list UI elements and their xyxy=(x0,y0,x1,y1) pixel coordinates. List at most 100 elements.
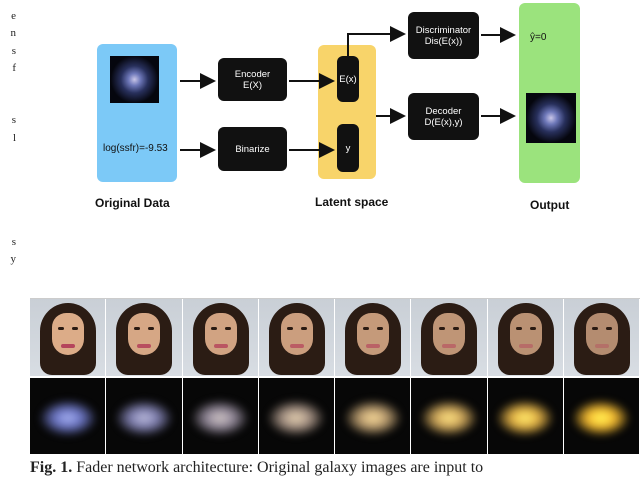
galaxy-image xyxy=(30,378,107,454)
face-image xyxy=(106,299,183,376)
galaxy-background xyxy=(106,378,182,454)
face-eye xyxy=(224,327,231,330)
face-skin xyxy=(509,313,542,355)
latent-space-label: Latent space xyxy=(315,195,389,209)
face-eye xyxy=(453,327,460,330)
margin-char: l xyxy=(12,131,16,144)
face-image xyxy=(258,299,335,376)
output-label: Output xyxy=(530,198,570,212)
margin-char xyxy=(0,304,16,321)
face-eye xyxy=(377,327,383,330)
galaxy-image xyxy=(182,378,259,454)
galaxy-core xyxy=(269,400,324,435)
arrow-ex-to-discriminator xyxy=(347,26,406,56)
encoder-formula: E(X) xyxy=(242,79,262,91)
encoder-title: Encoder xyxy=(234,68,271,80)
diagram-arrows xyxy=(180,26,516,158)
face-skin xyxy=(357,313,389,355)
face-image xyxy=(30,299,107,376)
margin-char: f xyxy=(12,62,16,75)
galaxy-core xyxy=(574,400,629,435)
margin-char xyxy=(0,286,16,303)
galaxy-background xyxy=(563,378,639,454)
face-image xyxy=(411,299,488,376)
galaxy-image xyxy=(487,378,564,454)
face-skin xyxy=(52,313,84,355)
galaxy-background xyxy=(487,378,563,454)
galaxy-core xyxy=(421,400,476,435)
galaxy-image xyxy=(563,378,640,454)
face-eye xyxy=(134,327,141,330)
face-eye xyxy=(439,327,446,330)
face-eye xyxy=(300,327,307,330)
galaxy-image xyxy=(106,378,183,454)
binarize-block: Binarize xyxy=(218,127,287,171)
face-eye xyxy=(210,327,217,330)
galaxy-core xyxy=(345,400,400,435)
face-lips xyxy=(366,344,380,348)
latent-ex-block: E(x) xyxy=(337,56,359,102)
galaxy-background xyxy=(182,378,258,454)
face-lips xyxy=(594,344,609,348)
margin-char: e xyxy=(11,10,16,22)
face-eye xyxy=(72,327,78,330)
latent-y-block: y xyxy=(337,124,359,172)
face-skin xyxy=(433,313,466,355)
face-eye xyxy=(148,327,155,330)
binarize-label: Binarize xyxy=(235,143,270,155)
discriminator-formula: Dis(E(x)) xyxy=(424,35,463,47)
face-image xyxy=(563,299,640,376)
face-eye xyxy=(58,327,64,330)
original-galaxy-image xyxy=(110,56,159,103)
margin-char: n xyxy=(10,27,17,40)
face-eye xyxy=(591,327,598,330)
output-galaxy-image xyxy=(526,93,576,143)
face-lips xyxy=(213,344,228,348)
galaxy-image xyxy=(411,378,488,454)
face-skin xyxy=(128,313,161,355)
galaxy-background xyxy=(30,378,106,454)
margin-char: s xyxy=(11,236,16,249)
galaxy-background xyxy=(411,378,487,454)
caption-text: Fader network architecture: Original gal… xyxy=(76,459,484,476)
ssfr-label: log(ssfr)=-9.53 xyxy=(103,143,168,154)
caption-label: Fig. 1. xyxy=(30,459,73,476)
face-lips xyxy=(518,344,533,348)
latent-ex-label: E(x) xyxy=(339,73,357,85)
face-lips xyxy=(442,344,457,348)
galaxy-background xyxy=(335,378,411,454)
decoder-formula: D(E(x),y) xyxy=(424,116,463,128)
galaxy-core xyxy=(40,400,95,435)
face-lips xyxy=(289,344,304,348)
face-skin xyxy=(204,313,237,355)
latent-y-label: y xyxy=(345,142,351,154)
discriminator-title: Discriminator xyxy=(415,24,472,36)
y-hat-label: ŷ=0 xyxy=(530,32,547,43)
face-eye xyxy=(515,327,522,330)
margin-char: s xyxy=(11,114,16,127)
margin-char xyxy=(0,269,16,286)
galaxy-image xyxy=(335,378,412,454)
decoder-title: Decoder xyxy=(425,105,462,117)
face-eye xyxy=(605,327,612,330)
face-eye xyxy=(363,327,369,330)
galaxy-image xyxy=(258,378,335,454)
margin-char: y xyxy=(10,253,17,266)
face-lips xyxy=(137,344,152,348)
galaxy-background xyxy=(258,378,334,454)
face-image xyxy=(335,299,412,376)
galaxy-core xyxy=(116,400,171,435)
face-skin xyxy=(585,313,618,355)
face-lips xyxy=(61,344,75,348)
margin-char: s xyxy=(11,44,16,57)
galaxy-core xyxy=(498,400,553,435)
face-eye xyxy=(286,327,293,330)
face-image xyxy=(182,299,259,376)
figure-caption: Fig. 1. Fader network architecture: Orig… xyxy=(30,459,483,477)
galaxy-strip xyxy=(30,378,640,454)
face-image xyxy=(487,299,564,376)
